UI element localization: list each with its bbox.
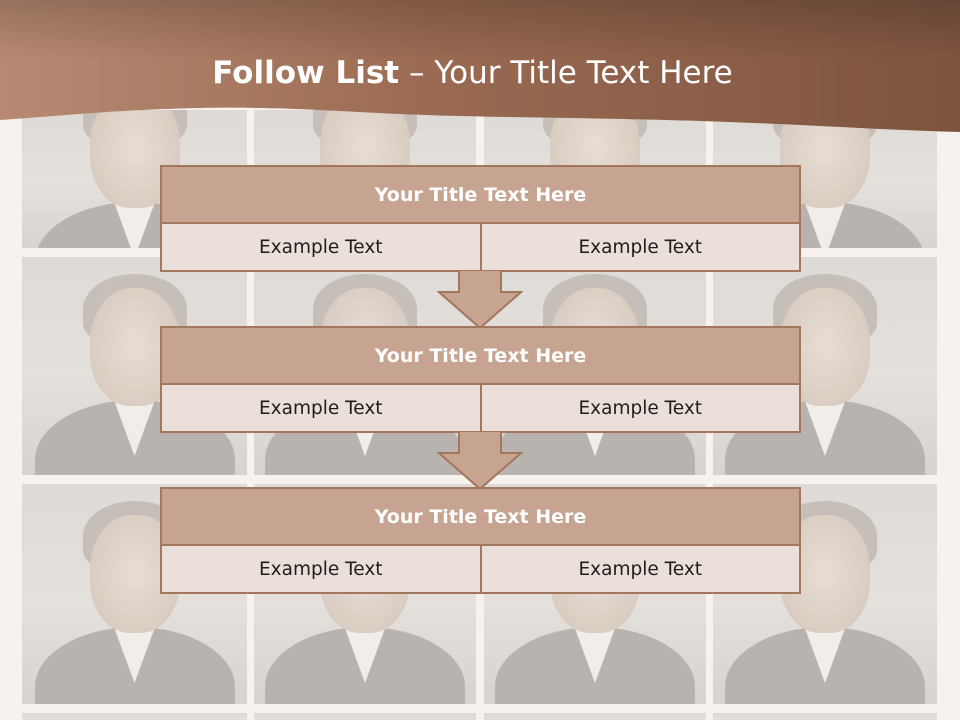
flow-step-1-title: Your Title Text Here bbox=[162, 167, 799, 224]
flow-step-2: Your Title Text Here Example Text Exampl… bbox=[160, 326, 801, 433]
portrait-photo bbox=[713, 257, 937, 475]
flow-step-2-title: Your Title Text Here bbox=[162, 328, 799, 385]
flow-step-1-left-text: Example Text bbox=[162, 224, 480, 270]
down-arrow-icon bbox=[437, 431, 523, 491]
flow-step-1: Your Title Text Here Example Text Exampl… bbox=[160, 165, 801, 272]
flow-step-1-row: Example Text Example Text bbox=[162, 224, 799, 270]
flow-step-3-right-text: Example Text bbox=[479, 546, 799, 592]
slide-header: Follow List – Your Title Text Here bbox=[0, 0, 960, 140]
flow-step-3: Your Title Text Here Example Text Exampl… bbox=[160, 487, 801, 594]
down-arrow-icon bbox=[437, 270, 523, 330]
flow-step-2-right-text: Example Text bbox=[479, 385, 799, 431]
flow-step-1-right-text: Example Text bbox=[479, 224, 799, 270]
portrait-photo bbox=[484, 713, 706, 720]
flow-step-3-left-text: Example Text bbox=[162, 546, 480, 592]
flow-step-2-row: Example Text Example Text bbox=[162, 385, 799, 431]
flow-step-2-left-text: Example Text bbox=[162, 385, 480, 431]
portrait-photo bbox=[713, 713, 937, 720]
flow-step-3-title: Your Title Text Here bbox=[162, 489, 799, 546]
slide-title-rest: – Your Title Text Here bbox=[399, 55, 733, 91]
slide-title: Follow List – Your Title Text Here bbox=[0, 55, 945, 91]
flow-step-3-row: Example Text Example Text bbox=[162, 546, 799, 592]
slide-title-bold: Follow List bbox=[212, 55, 400, 91]
portrait-photo bbox=[254, 713, 476, 720]
portrait-photo bbox=[22, 713, 247, 720]
header-wave-banner bbox=[0, 0, 960, 132]
